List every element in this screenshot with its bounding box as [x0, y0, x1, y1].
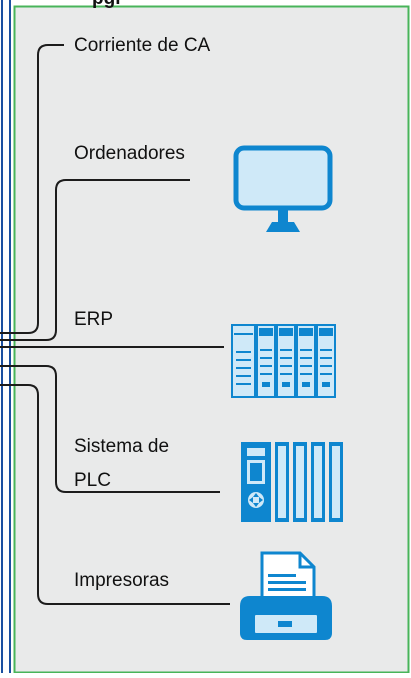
server-rack-icon [231, 324, 336, 398]
connection-lines [0, 44, 230, 605]
plc-module-icon [241, 442, 343, 522]
label-sistema-de: Sistema de [74, 436, 170, 457]
printer-icon [240, 551, 332, 640]
line-pcs [0, 179, 190, 341]
label-erp: ERP [74, 309, 114, 330]
label-impresoras: Impresoras [74, 570, 170, 591]
line-ac [0, 44, 64, 334]
panel-background [15, 6, 409, 672]
header-title-fragment: pgr [92, 0, 123, 14]
monitor-icon [233, 145, 333, 232]
line-printers [0, 384, 230, 605]
label-plc: PLC [74, 470, 111, 491]
label-corriente-ca: Corriente de CA [74, 35, 211, 56]
line-plc [0, 365, 220, 493]
label-ordenadores: Ordenadores [74, 143, 185, 164]
